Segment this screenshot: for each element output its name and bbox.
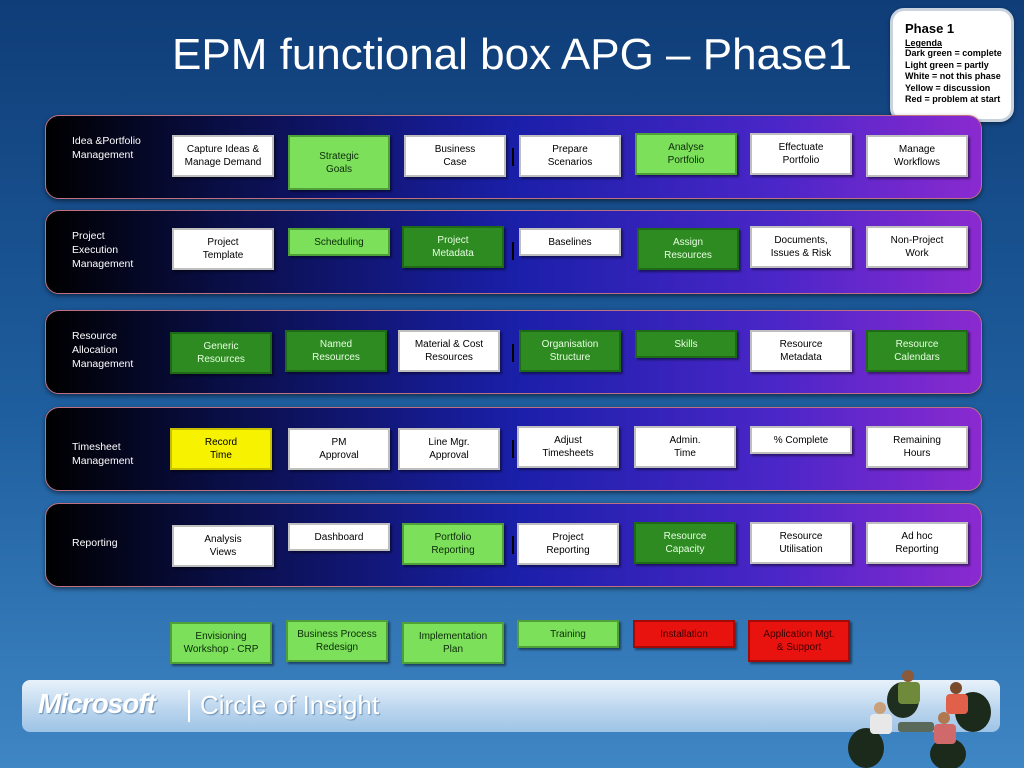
function-box[interactable]: Organisation Structure [519, 330, 621, 372]
function-box[interactable]: Scheduling [288, 228, 390, 256]
legend-item-red: Red = problem at start [905, 94, 1001, 104]
function-box[interactable]: Material & Cost Resources [398, 330, 500, 372]
project-phase-box[interactable]: Implementation Plan [402, 622, 504, 664]
function-box[interactable]: Record Time [170, 428, 272, 470]
divider [188, 690, 190, 722]
function-box[interactable]: Skills [635, 330, 737, 358]
function-box[interactable]: Effectuate Portfolio [750, 133, 852, 175]
function-box[interactable]: Remaining Hours [866, 426, 968, 468]
legend-title: Phase 1 [905, 21, 955, 36]
separator [512, 536, 514, 554]
separator [512, 242, 514, 260]
legend-item-yellow: Yellow = discussion [905, 82, 991, 93]
band-label: Project Execution Management [72, 230, 134, 270]
function-box[interactable]: Manage Workflows [866, 135, 968, 177]
footer-banner: Microsoft Circle of Insight [22, 680, 1000, 732]
project-phase-box[interactable]: Application Mgt. & Support [748, 620, 850, 662]
function-box[interactable]: Documents, Issues & Risk [750, 226, 852, 268]
function-box[interactable]: Project Template [172, 228, 274, 270]
page-title: EPM functional box APG – Phase1 [172, 30, 852, 79]
separator [512, 344, 514, 362]
function-box[interactable]: Assign Resources [637, 228, 739, 270]
project-phase-box[interactable]: Business Process Redesign [286, 620, 388, 662]
legend-heading: Legenda [905, 38, 943, 48]
microsoft-logo: Microsoft [38, 688, 156, 719]
legend-item-light-green: Light green = partly [905, 59, 989, 70]
band-label: Reporting [72, 537, 118, 549]
function-box[interactable]: Non-Project Work [866, 226, 968, 268]
footer-tagline: Circle of Insight [200, 690, 380, 720]
function-box[interactable]: PM Approval [288, 428, 390, 470]
function-box[interactable]: Resource Utilisation [750, 522, 852, 564]
function-box[interactable]: Admin. Time [634, 426, 736, 468]
project-phase-box[interactable]: Envisioning Workshop - CRP [170, 622, 272, 664]
function-box[interactable]: Portfolio Reporting [402, 523, 504, 565]
function-box[interactable]: Resource Capacity [634, 522, 736, 564]
legend-box: Phase 1 Legenda Dark green = complete Li… [890, 8, 1014, 122]
function-box[interactable]: Project Reporting [517, 523, 619, 565]
band-label: Resource Allocation Management [72, 330, 134, 370]
function-box[interactable]: Baselines [519, 228, 621, 256]
function-box[interactable]: Adjust Timesheets [517, 426, 619, 468]
people-meeting-image [848, 670, 991, 768]
function-box[interactable]: Capture Ideas & Manage Demand [172, 135, 274, 177]
legend-item-white: White = not this phase [905, 71, 1001, 81]
project-phase-box[interactable]: Training [517, 620, 619, 648]
function-box[interactable]: Project Metadata [402, 226, 504, 268]
legend-item-dark-green: Dark green = complete [905, 48, 1002, 58]
separator [512, 148, 514, 166]
function-box[interactable]: Prepare Scenarios [519, 135, 621, 177]
separator [512, 440, 514, 458]
function-box[interactable]: Strategic Goals [288, 135, 390, 190]
function-box[interactable]: Generic Resources [170, 332, 272, 374]
band-label: Idea &Portfolio Management [72, 135, 141, 161]
function-box[interactable]: Resource Calendars [866, 330, 968, 372]
function-box[interactable]: Analyse Portfolio [635, 133, 737, 175]
function-box[interactable]: Named Resources [285, 330, 387, 372]
function-box[interactable]: Business Case [404, 135, 506, 177]
project-phase-box[interactable]: Installation [633, 620, 735, 648]
function-box[interactable]: % Complete [750, 426, 852, 454]
function-box[interactable]: Ad hoc Reporting [866, 522, 968, 564]
function-box[interactable]: Analysis Views [172, 525, 274, 567]
function-box[interactable]: Resource Metadata [750, 330, 852, 372]
function-box[interactable]: Line Mgr. Approval [398, 428, 500, 470]
band-label: Timesheet Management [72, 441, 134, 467]
function-box[interactable]: Dashboard [288, 523, 390, 551]
